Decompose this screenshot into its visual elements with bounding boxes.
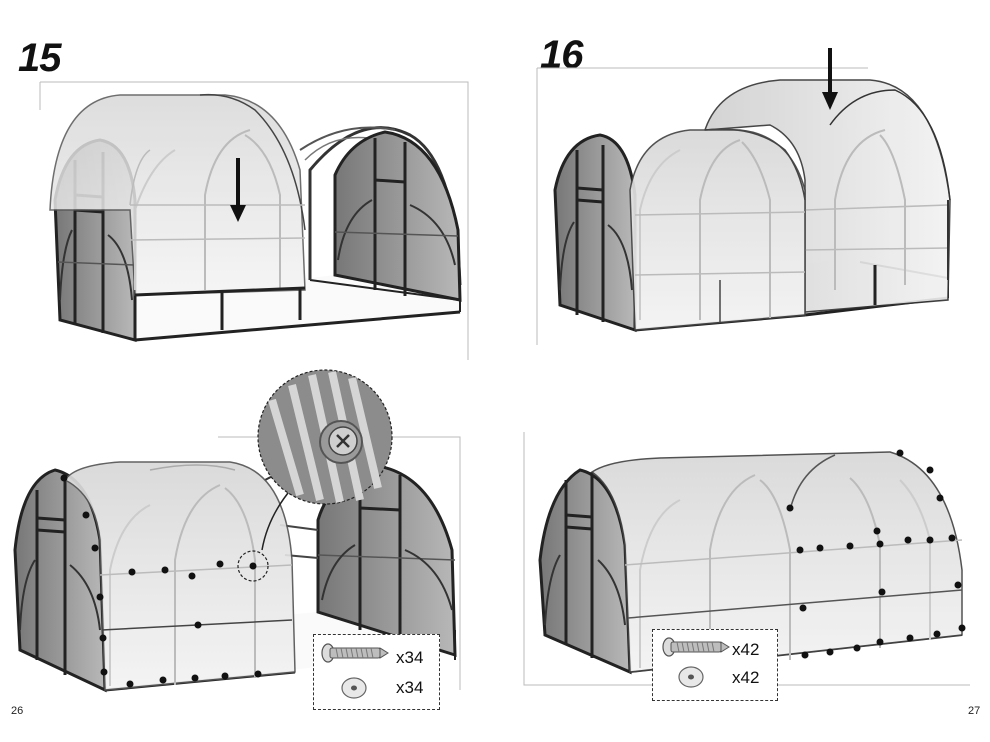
step-15-illustration — [39, 81, 469, 360]
screw-position-dots-right — [786, 449, 966, 659]
hardware-box-step-16 — [652, 629, 778, 701]
screw-icon — [321, 643, 389, 663]
page-number-left: 26 — [11, 705, 24, 717]
step-15-fastening-illustration — [13, 369, 461, 693]
step-number-16: 16 — [540, 33, 583, 77]
screw-detail-magnifier — [257, 369, 393, 505]
step-number-15: 15 — [18, 36, 61, 80]
step-16-illustration — [536, 48, 951, 345]
hardware-box-step-15 — [313, 634, 440, 710]
page-number-right: 27 — [968, 705, 981, 717]
screw-quantity-step-16: x42 — [732, 640, 760, 659]
washer-icon — [678, 666, 704, 688]
screw-position-dots — [60, 474, 262, 688]
screw-quantity-step-15: x34 — [396, 648, 424, 667]
washer-icon — [341, 677, 367, 699]
washer-quantity-step-16: x42 — [732, 668, 760, 687]
washer-quantity-step-15: x34 — [396, 678, 424, 697]
screw-icon — [662, 637, 730, 657]
